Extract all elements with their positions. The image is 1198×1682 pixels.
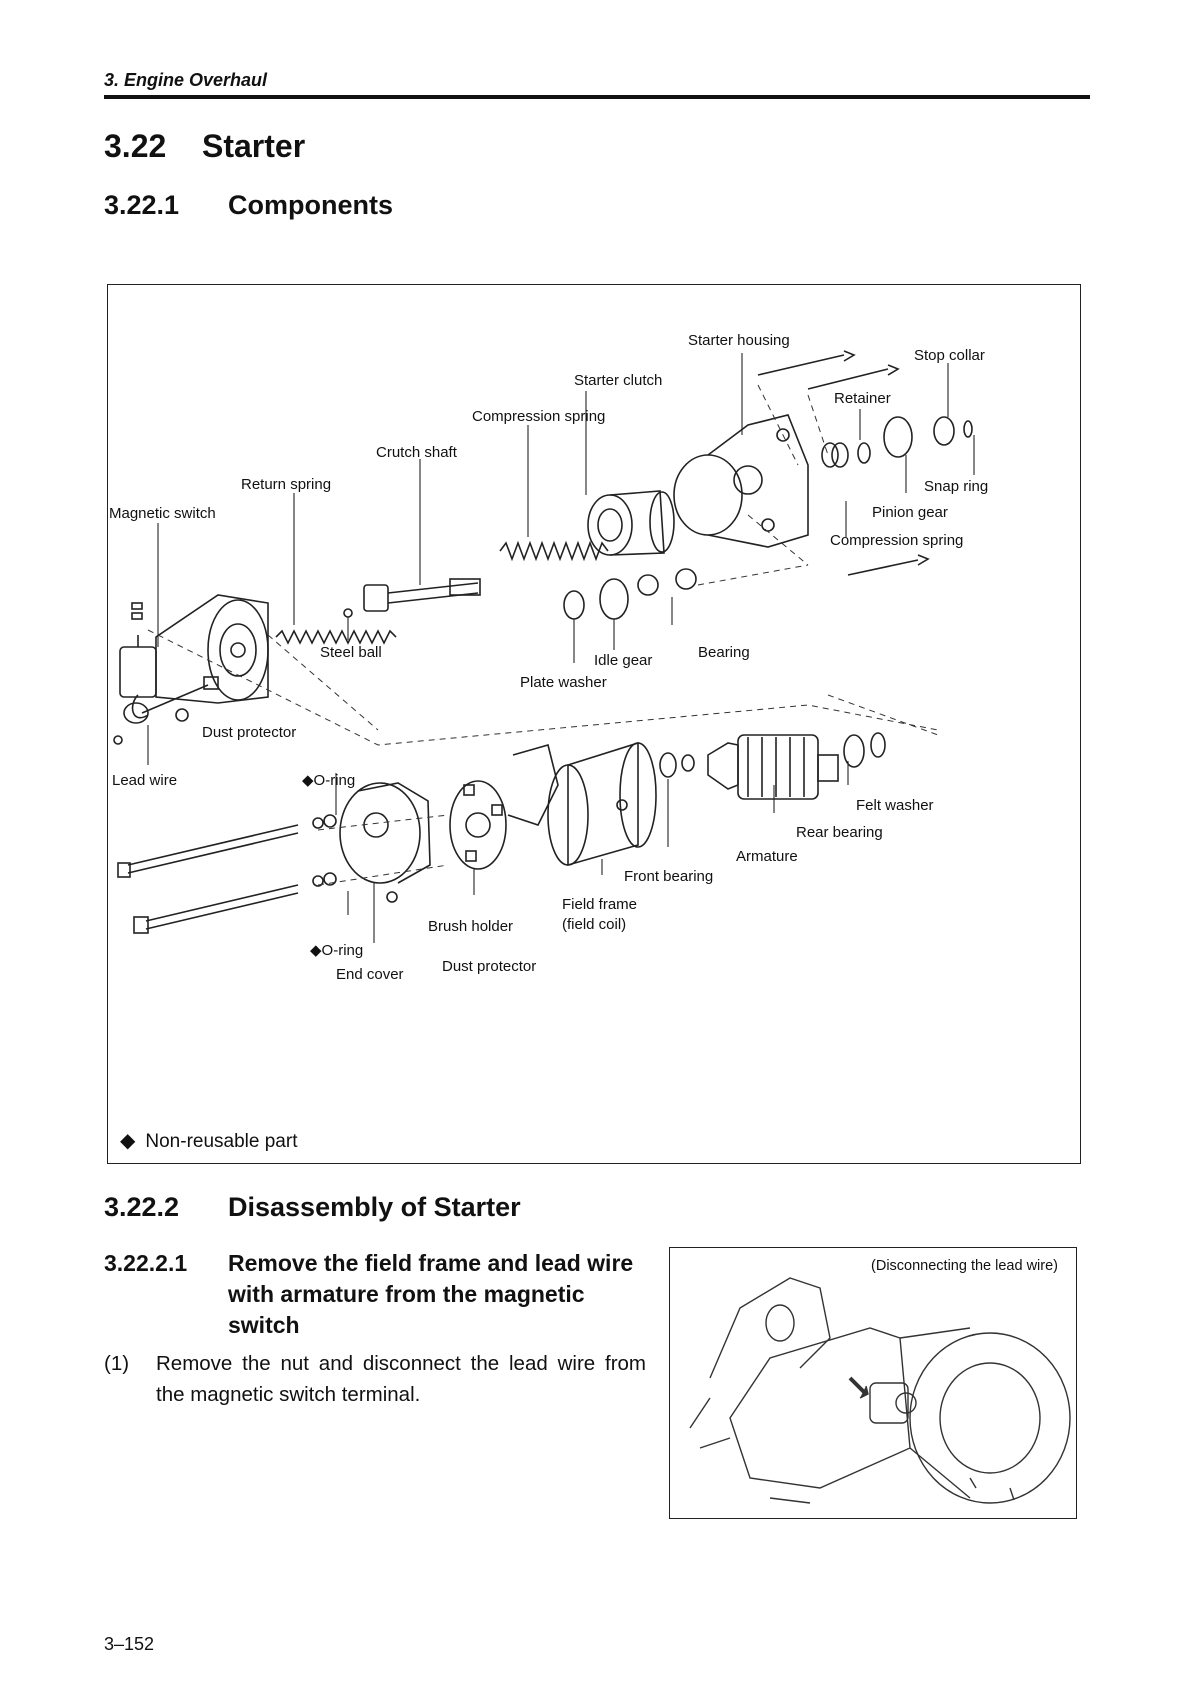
label-field-frame: Field frame bbox=[562, 896, 637, 913]
components-figure: Starter housing Stop collar Starter clut… bbox=[107, 284, 1081, 1164]
components-heading: 3.22.1 Components bbox=[104, 190, 393, 221]
step-number: 3.22.2.1 bbox=[104, 1250, 188, 1276]
label-field-coil: (field coil) bbox=[562, 916, 626, 933]
label-brush-holder: Brush holder bbox=[428, 918, 513, 935]
figure-legend: ◆ Non-reusable part bbox=[120, 1128, 297, 1153]
running-header: 3. Engine Overhaul bbox=[104, 70, 268, 90]
label-armature: Armature bbox=[736, 848, 798, 865]
pinion-group-drawing bbox=[821, 416, 973, 468]
label-lead-wire: Lead wire bbox=[112, 772, 177, 789]
label-end-cover: End cover bbox=[336, 966, 404, 983]
components-number: 3.22.1 bbox=[104, 190, 180, 220]
components-title: Components bbox=[228, 190, 393, 220]
label-rear-bearing: Rear bearing bbox=[796, 824, 883, 841]
dust-protector-bottom-drawing bbox=[386, 891, 398, 903]
label-compression-spring-top: Compression spring bbox=[472, 408, 605, 425]
housing-bolts-drawing bbox=[757, 350, 930, 576]
starter-housing-drawing bbox=[673, 414, 809, 548]
section-title-text: Starter bbox=[202, 128, 306, 164]
legend-text: Non-reusable part bbox=[145, 1131, 298, 1152]
page-number: 3–152 bbox=[104, 1634, 155, 1654]
label-magnetic-switch: Magnetic switch bbox=[109, 505, 216, 522]
field-frame-drawing bbox=[507, 741, 657, 867]
label-idle-gear: Idle gear bbox=[594, 652, 652, 669]
label-starter-clutch: Starter clutch bbox=[574, 372, 662, 389]
compression-spring-drawing bbox=[499, 540, 609, 562]
label-snap-ring: Snap ring bbox=[924, 478, 988, 495]
idle-gear-group-drawing bbox=[563, 568, 697, 620]
section-title: 3.22 Starter bbox=[104, 128, 305, 165]
through-bolts-drawing bbox=[117, 814, 337, 934]
crutch-shaft-drawing bbox=[363, 578, 481, 612]
label-bearing: Bearing bbox=[698, 644, 750, 661]
non-reusable-diamond-icon: ◆ bbox=[120, 1130, 136, 1152]
step-title: Remove the field frame and lead wire wit… bbox=[228, 1250, 634, 1338]
magnetic-switch-drawing bbox=[119, 594, 269, 704]
illustration-caption: (Disconnecting the lead wire) bbox=[871, 1258, 1058, 1274]
exploded-view-diagram: Starter housing Stop collar Starter clut… bbox=[109, 332, 988, 983]
end-cover-drawing bbox=[339, 782, 431, 884]
label-plate-washer: Plate washer bbox=[520, 674, 607, 691]
brush-holder-drawing bbox=[449, 780, 507, 870]
label-steel-ball: Steel ball bbox=[320, 644, 382, 661]
label-starter-housing: Starter housing bbox=[688, 332, 790, 349]
label-dust-protector-left: Dust protector bbox=[202, 724, 296, 741]
label-dust-protector-bottom: Dust protector bbox=[442, 958, 536, 975]
starter-illustration-drawing bbox=[689, 1277, 1071, 1504]
label-felt-washer: Felt washer bbox=[856, 797, 934, 814]
disassembly-heading: 3.22.2 Disassembly of Starter bbox=[104, 1192, 521, 1223]
disassembly-number: 3.22.2 bbox=[104, 1192, 180, 1222]
label-crutch-shaft: Crutch shaft bbox=[376, 444, 458, 461]
steel-ball-drawing bbox=[343, 608, 353, 618]
label-o-ring-top: ◆O-ring bbox=[302, 772, 355, 789]
step-item-text: Remove the nut and disconnect the lead w… bbox=[156, 1352, 646, 1406]
label-return-spring: Return spring bbox=[241, 476, 331, 493]
return-spring-drawing bbox=[275, 629, 397, 645]
lead-wire-illustration: (Disconnecting the lead wire) bbox=[669, 1247, 1077, 1519]
lead-wire-drawing bbox=[113, 676, 219, 745]
label-front-bearing: Front bearing bbox=[624, 868, 713, 885]
component-labels: Starter housing Stop collar Starter clut… bbox=[109, 332, 988, 983]
label-retainer: Retainer bbox=[834, 390, 891, 407]
disassembly-title: Disassembly of Starter bbox=[228, 1192, 521, 1222]
step-heading: 3.22.2.1 Remove the field frame and lead… bbox=[104, 1248, 664, 1343]
armature-drawing bbox=[659, 732, 886, 800]
label-o-ring-bottom: ◆O-ring bbox=[310, 942, 363, 959]
starter-clutch-drawing bbox=[587, 490, 675, 556]
step-item-number: (1) bbox=[104, 1352, 130, 1375]
header-rule bbox=[104, 95, 1090, 99]
label-stop-collar: Stop collar bbox=[914, 347, 985, 364]
label-pinion-gear: Pinion gear bbox=[872, 504, 948, 521]
label-compression-spring-right: Compression spring bbox=[830, 532, 963, 549]
section-number: 3.22 bbox=[104, 128, 167, 164]
